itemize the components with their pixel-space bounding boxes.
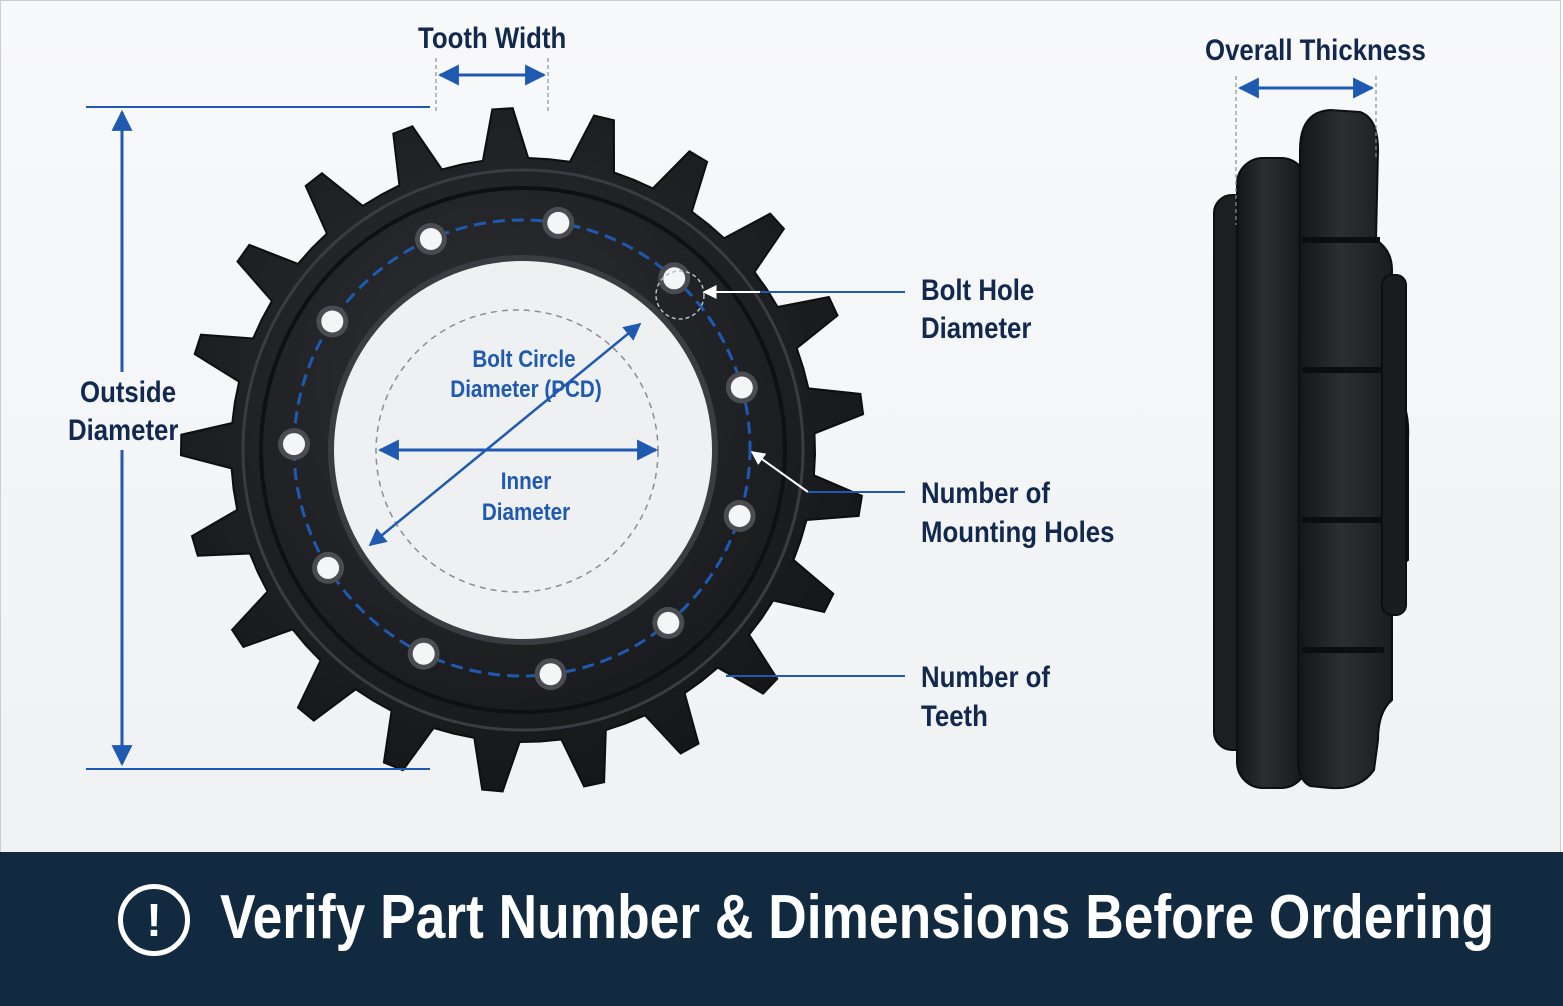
bolt-circle-label-line2: Diameter (PCD)	[450, 376, 602, 403]
mounting-hole	[283, 433, 305, 456]
bolt-circle-label-line1: Bolt Circle	[472, 346, 576, 373]
hub-ring	[241, 168, 805, 732]
side-hub	[1236, 157, 1308, 789]
mounting-holes-label-line2: Mounting Holes	[921, 516, 1115, 549]
mounting-holes-leader	[750, 451, 809, 493]
inner-diameter-label-line2: Diameter	[481, 499, 571, 526]
mounting-hole	[547, 211, 570, 234]
mounting-hole	[317, 556, 340, 579]
side-tooth-gaps	[1302, 237, 1392, 653]
bolt-hole-diameter-label-line1: Bolt Hole	[921, 274, 1035, 307]
hub-ring-inner	[259, 186, 787, 714]
dimension-lines	[86, 58, 1377, 770]
overall-thickness-label: Overall Thickness	[1205, 34, 1426, 67]
side-bore-edge	[1381, 274, 1407, 616]
mounting-hole	[657, 611, 680, 634]
side-teeth-profile	[1296, 108, 1410, 790]
sprocket-side-view	[1213, 108, 1410, 790]
mounting-holes-label-line1: Number of	[921, 477, 1050, 510]
tooth-width-label: Tooth Width	[418, 22, 567, 55]
warning-banner	[0, 852, 1563, 1006]
mounting-hole	[539, 663, 562, 686]
outside-diameter-label-line2: Diameter	[68, 414, 179, 447]
warning-banner-text: Verify Part Number & Dimensions Before O…	[220, 883, 1495, 952]
exclamation-circle-icon: !	[118, 884, 190, 956]
mounting-holes	[278, 206, 758, 691]
mounting-hole	[728, 505, 751, 527]
mounting-hole	[321, 310, 344, 333]
inner-diameter-label-line1: Inner	[500, 468, 552, 495]
outside-diameter-label-line1: Outside	[80, 376, 177, 409]
bolt-circle-pcd	[292, 218, 752, 678]
mounting-hole	[412, 642, 435, 665]
number-of-teeth-label-line2: Teeth	[921, 700, 988, 733]
mounting-hole	[663, 267, 686, 290]
number-of-teeth-label-line1: Number of	[921, 661, 1050, 694]
bolt-circle-arrow	[368, 322, 642, 547]
bolt-hole-diameter-label-line2: Diameter	[921, 312, 1032, 345]
mounting-hole	[419, 228, 442, 250]
mounting-hole	[730, 376, 753, 399]
